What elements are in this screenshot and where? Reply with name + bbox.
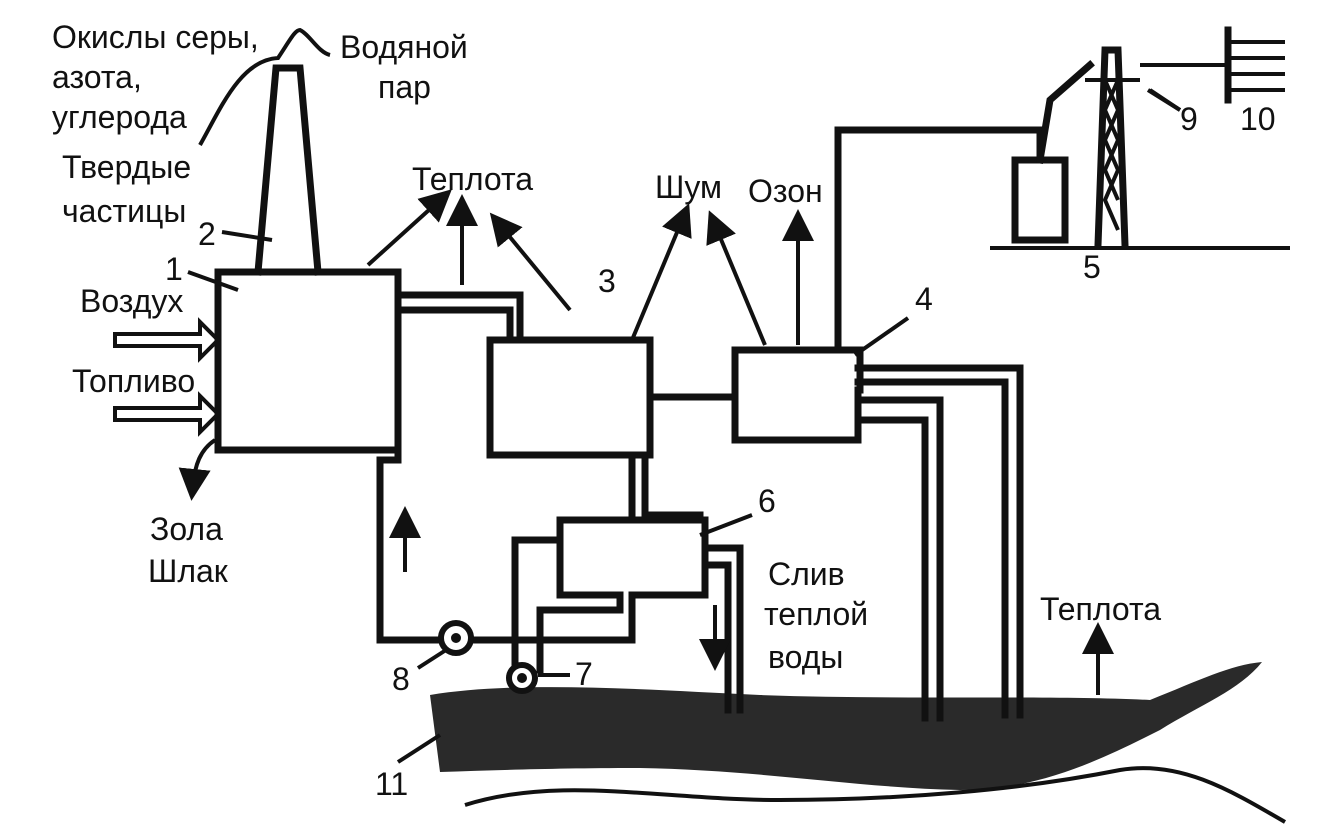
heat-arrow-1 (366, 189, 452, 267)
label-oxides-1: Окислы серы, (52, 19, 259, 55)
pump-8 (438, 620, 474, 656)
leader-8 (416, 648, 448, 670)
turbine (486, 336, 654, 459)
condenser-inner (536, 516, 624, 674)
label-oxides-2: азота, (52, 59, 142, 95)
ash-arrow (178, 438, 217, 501)
label-solids-1: Твердые (62, 149, 191, 185)
number-1: 1 (165, 251, 183, 287)
number-3: 3 (598, 263, 616, 299)
label-ozone: Озон (748, 173, 823, 209)
label-vapor-2: пар (378, 69, 431, 105)
number-6: 6 (758, 483, 776, 519)
pump-7 (506, 662, 538, 694)
return-pipe-outer (376, 306, 449, 644)
cooling-out (701, 544, 744, 714)
leader-11 (396, 733, 442, 764)
boiler (214, 268, 402, 454)
fuel-arrow (113, 391, 221, 437)
label-ash-2: Шлак (148, 553, 229, 589)
generator (731, 346, 864, 444)
leader-9 (1148, 88, 1182, 112)
heat-arrow-3 (489, 212, 572, 312)
consumers (1224, 26, 1285, 104)
number-8: 8 (392, 661, 410, 697)
label-fuel: Топливо (72, 363, 195, 399)
turbine-to-condenser (628, 451, 704, 524)
label-ash-1: Зола (150, 511, 223, 547)
label-drain-1: Слив (768, 556, 845, 592)
noise-arrow-2 (706, 210, 767, 346)
number-9: 9 (1180, 101, 1198, 137)
number-5: 5 (1083, 249, 1101, 285)
number-2: 2 (198, 216, 216, 252)
leader-1 (187, 270, 239, 292)
air-arrow (113, 317, 221, 363)
steam-pipe (394, 268, 524, 344)
number-7: 7 (575, 656, 593, 692)
generator-cooling-pipe-1 (854, 364, 1024, 719)
label-air: Воздух (80, 283, 183, 319)
number-4: 4 (915, 281, 933, 317)
label-drain-3: воды (768, 639, 843, 675)
power-line (834, 126, 1044, 354)
return-pipe-inner (401, 306, 514, 344)
condenser (456, 516, 709, 644)
leader-6 (699, 513, 753, 537)
label-heat-top: Теплота (412, 161, 533, 197)
label-oxides-3: углерода (52, 99, 187, 135)
leader-4 (853, 316, 910, 357)
label-noise: Шум (655, 169, 722, 205)
label-solids-2: частицы (62, 193, 186, 229)
noise-arrow-1 (630, 203, 692, 341)
substation (990, 60, 1290, 250)
label-heat-right: Теплота (1040, 591, 1161, 627)
number-11: 11 (375, 766, 408, 802)
chimney (198, 27, 331, 276)
generator-cooling-pipe-2 (854, 396, 944, 722)
number-10: 10 (1240, 101, 1276, 137)
water-body (430, 662, 1262, 790)
cooling-in (511, 536, 559, 682)
label-vapor-1: Водяной (340, 29, 468, 65)
riverbank-line (464, 766, 1287, 824)
leader-2 (221, 230, 273, 242)
label-drain-2: теплой (764, 596, 868, 632)
transmission-tower (1085, 46, 1230, 249)
